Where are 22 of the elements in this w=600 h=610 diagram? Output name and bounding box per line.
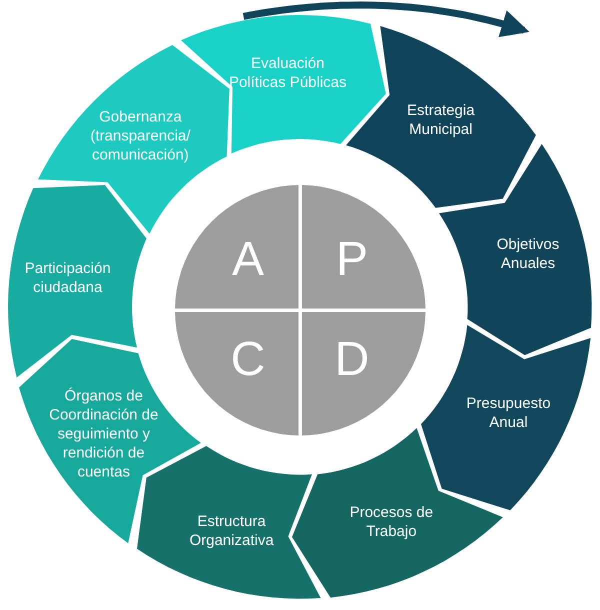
- quadrant-segment: [175, 312, 298, 435]
- arrow-segment: [8, 185, 147, 378]
- segment-label: Objetivos Anuales: [496, 235, 560, 274]
- arrow-segment: [346, 26, 536, 208]
- arrow-segment: [38, 44, 229, 234]
- segment-label: Evaluación Políticas Públicas: [228, 54, 348, 92]
- quadrant-segment: [302, 312, 425, 435]
- quadrant-segment: [302, 185, 425, 308]
- arrow-segment: [439, 144, 592, 355]
- quadrant-segment: [175, 185, 298, 308]
- segment-label: Procesos de Trabajo: [348, 503, 434, 542]
- segment-label: Gobernanza (transparencia/ comunicación): [89, 107, 192, 164]
- arrow-segment: [292, 428, 503, 598]
- quadrant-letter: A: [232, 234, 264, 286]
- segment-label: Participación ciudadana: [24, 259, 112, 298]
- segment-label: Presupuesto Anual: [465, 394, 552, 432]
- quadrant-letter: P: [336, 234, 368, 286]
- quadrant-letter: C: [230, 334, 266, 386]
- segment-label: Órganos de Coordinación de seguimiento y rendición de cuentas: [48, 386, 160, 482]
- segment-label: Estructura Organizativa: [188, 512, 275, 550]
- segment-label: Estrategia Municipal: [406, 101, 476, 140]
- quadrant-letter: D: [334, 334, 370, 386]
